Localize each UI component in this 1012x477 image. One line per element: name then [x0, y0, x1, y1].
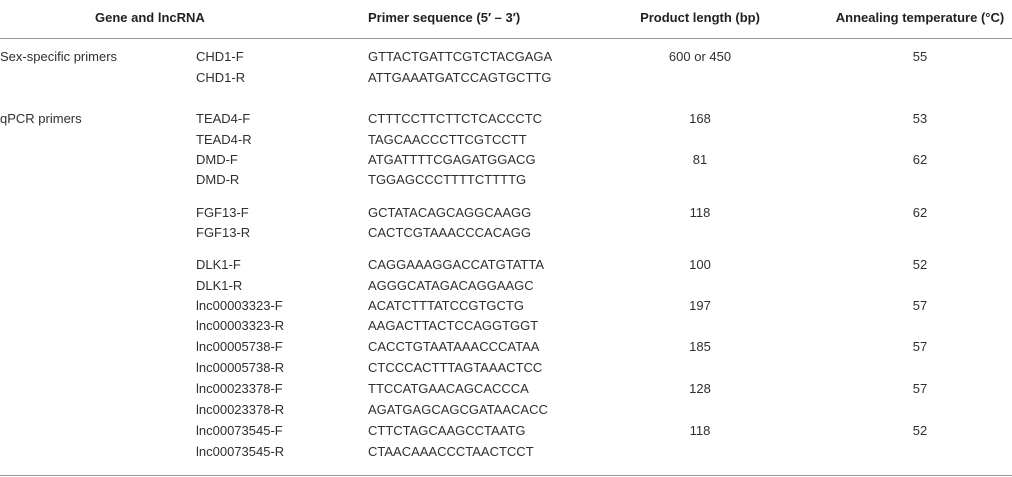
primer-sequence: AAGACTTACTCCAGGTGGT [368, 318, 539, 333]
gene-name: DLK1-R [196, 278, 243, 293]
primer-sequence: CACTCGTAAACCCACAGG [368, 225, 531, 240]
header-product-length: Product length (bp) [640, 10, 760, 25]
annealing-temperature: 52 [912, 423, 928, 438]
primer-sequence: GCTATACAGCAGGCAAGG [368, 205, 532, 220]
gene-name: TEAD4-R [196, 132, 252, 147]
annealing-temperature: 55 [912, 49, 928, 64]
primer-sequence: ATTGAAATGATCCAGTGCTTG [368, 70, 552, 85]
gene-name: DLK1-F [196, 257, 241, 272]
header-rule [0, 38, 1012, 39]
primer-sequence: TAGCAACCCTTCGTCCTT [368, 132, 527, 147]
primer-sequence: CAGGAAAGGACCATGTATTA [368, 257, 544, 272]
gene-name: lnc00023378-R [196, 402, 285, 417]
primer-sequence: CTCCCACTTTAGTAAACTCC [368, 360, 543, 375]
header-primer-sequence: Primer sequence (5′ – 3′) [368, 10, 521, 25]
primer-sequence: AGATGAGCAGCGATAACACC [368, 402, 548, 417]
gene-name: lnc00023378-F [196, 381, 283, 396]
annealing-temperature: 53 [912, 111, 928, 126]
annealing-temperature: 57 [912, 298, 928, 313]
annealing-temperature: 62 [912, 152, 928, 167]
primer-sequence: CACCTGTAATAAACCCATAA [368, 339, 540, 354]
gene-name: lnc00005738-R [196, 360, 285, 375]
primer-sequence: ACATCTTTATCCGTGCTG [368, 298, 524, 313]
annealing-temperature: 57 [912, 381, 928, 396]
primer-sequence: TTCCATGAACAGCACCCA [368, 381, 529, 396]
product-length: 118 [689, 205, 711, 220]
gene-name: lnc00003323-F [196, 298, 283, 313]
group-label: Sex-specific primers [0, 49, 118, 64]
primer-sequence: TGGAGCCCTTTTCTTTTG [368, 172, 527, 187]
product-length: 100 [689, 257, 711, 272]
product-length: 185 [689, 339, 711, 354]
gene-name: lnc00073545-F [196, 423, 283, 438]
gene-name: FGF13-R [196, 225, 251, 240]
primer-sequence: CTAACAAACCCTAACTCCT [368, 444, 534, 459]
gene-name: DMD-F [196, 152, 238, 167]
product-length: 197 [689, 298, 711, 313]
annealing-temperature: 52 [912, 257, 928, 272]
gene-name: CHD1-F [196, 49, 244, 64]
product-length: 600 or 450 [668, 49, 732, 64]
gene-name: lnc00073545-R [196, 444, 285, 459]
annealing-temperature: 62 [912, 205, 928, 220]
primer-sequence: ATGATTTTCGAGATGGACG [368, 152, 536, 167]
gene-name: lnc00005738-F [196, 339, 283, 354]
header-annealing-temperature: Annealing temperature (°C) [835, 10, 1005, 25]
gene-name: FGF13-F [196, 205, 249, 220]
primer-sequence: GTTACTGATTCGTCTACGAGA [368, 49, 553, 64]
primer-sequence: CTTCTAGCAAGCCTAATG [368, 423, 526, 438]
gene-name: lnc00003323-R [196, 318, 285, 333]
gene-name: TEAD4-F [196, 111, 251, 126]
gene-name: DMD-R [196, 172, 240, 187]
group-label: qPCR primers [0, 111, 82, 126]
product-length: 168 [689, 111, 711, 126]
gene-name: CHD1-R [196, 70, 246, 85]
product-length: 81 [692, 152, 708, 167]
header-gene: Gene and lncRNA [95, 10, 205, 25]
bottom-rule [0, 475, 1012, 476]
product-length: 118 [689, 423, 711, 438]
primer-sequence: CTTTCCTTCTTCTCACCCTC [368, 111, 543, 126]
primer-sequence: AGGGCATAGACAGGAAGC [368, 278, 534, 293]
annealing-temperature: 57 [912, 339, 928, 354]
product-length: 128 [689, 381, 711, 396]
